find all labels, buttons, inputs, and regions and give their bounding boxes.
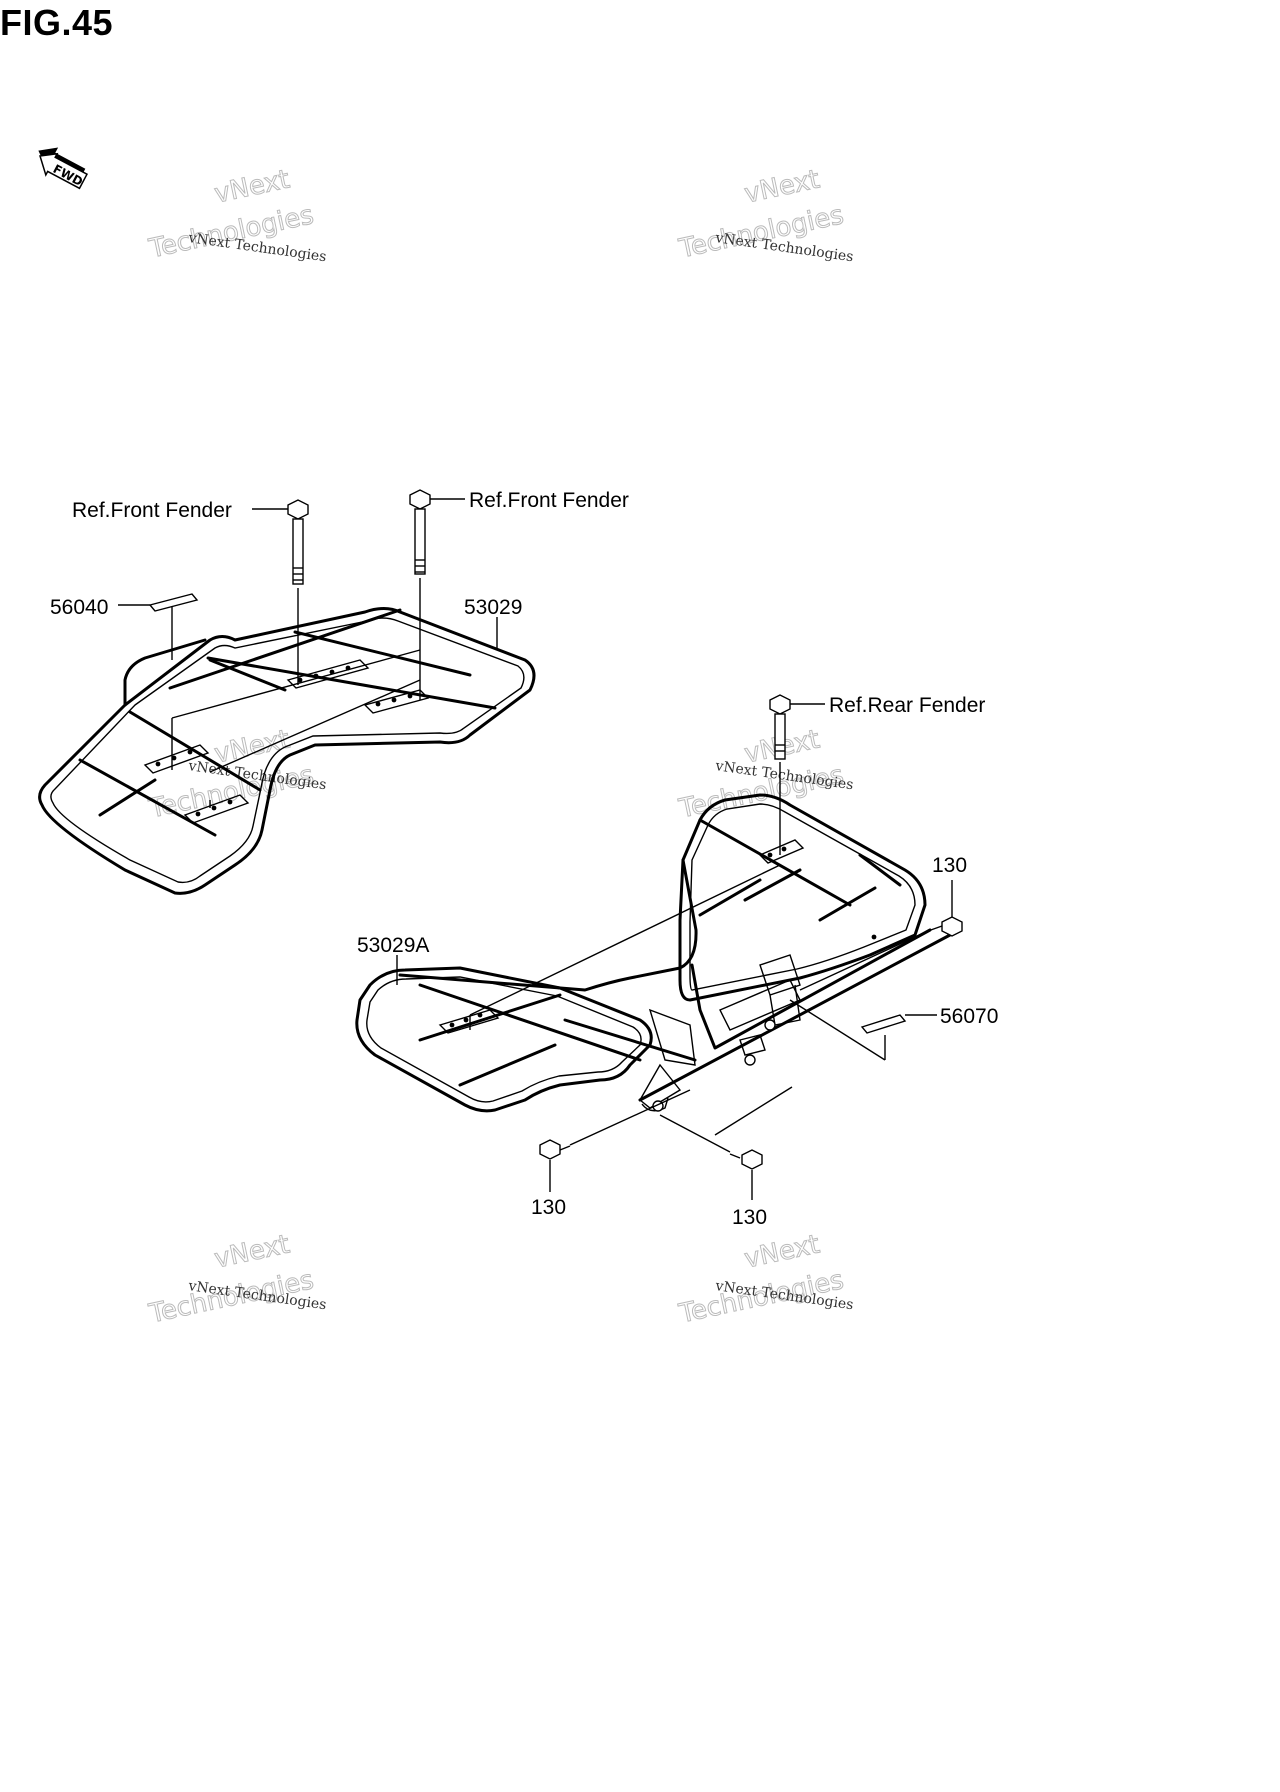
callout-part-130-left: 130 [531, 1196, 566, 1219]
leader-line [469, 864, 781, 1016]
fwd-arrow-icon: FWD [38, 147, 88, 190]
callout-part-130-right: 130 [932, 854, 967, 877]
leader-line [569, 1089, 691, 1146]
callout-part-53029A: 53029A [357, 934, 429, 957]
watermark-text: vNext [212, 164, 293, 209]
callout-part-56070: 56070 [940, 1005, 998, 1028]
watermark-bottom-left: vNext Technologies [145, 1229, 317, 1330]
callout-ref-front-fender-right: Ref.Front Fender [469, 489, 629, 512]
watermark-bottom-right: vNext Technologies [675, 1229, 847, 1330]
callout-part-53029: 53029 [464, 596, 522, 619]
leader-line [714, 1086, 793, 1136]
bolt-icon [539, 1139, 571, 1160]
leader-line [799, 929, 931, 991]
bolt-icon [927, 916, 963, 937]
bolt-icon [409, 489, 431, 575]
watermark-text: vNext [742, 164, 823, 209]
label-sticker-icon [148, 593, 199, 660]
label-sticker-icon [860, 1014, 907, 1034]
figure-title: FIG.45 [0, 2, 114, 43]
watermark-text: vNext [212, 1229, 293, 1274]
leader-line [171, 649, 421, 719]
callout-part-56040: 56040 [50, 596, 108, 619]
leader-line [659, 1114, 731, 1153]
callout-part-130-bottom: 130 [732, 1206, 767, 1229]
leader-line [789, 999, 886, 1061]
bolt-icon [287, 499, 309, 585]
rear-carrier-53029A [355, 793, 952, 1113]
watermark-text: vNext [742, 1229, 823, 1274]
bolt-icon [729, 1149, 763, 1170]
callout-ref-front-fender-left: Ref.Front Fender [72, 499, 232, 522]
bolt-icon [769, 694, 791, 760]
callout-ref-rear-fender: Ref.Rear Fender [829, 694, 985, 717]
front-carrier-53029 [38, 607, 536, 895]
leader-line [209, 679, 421, 773]
